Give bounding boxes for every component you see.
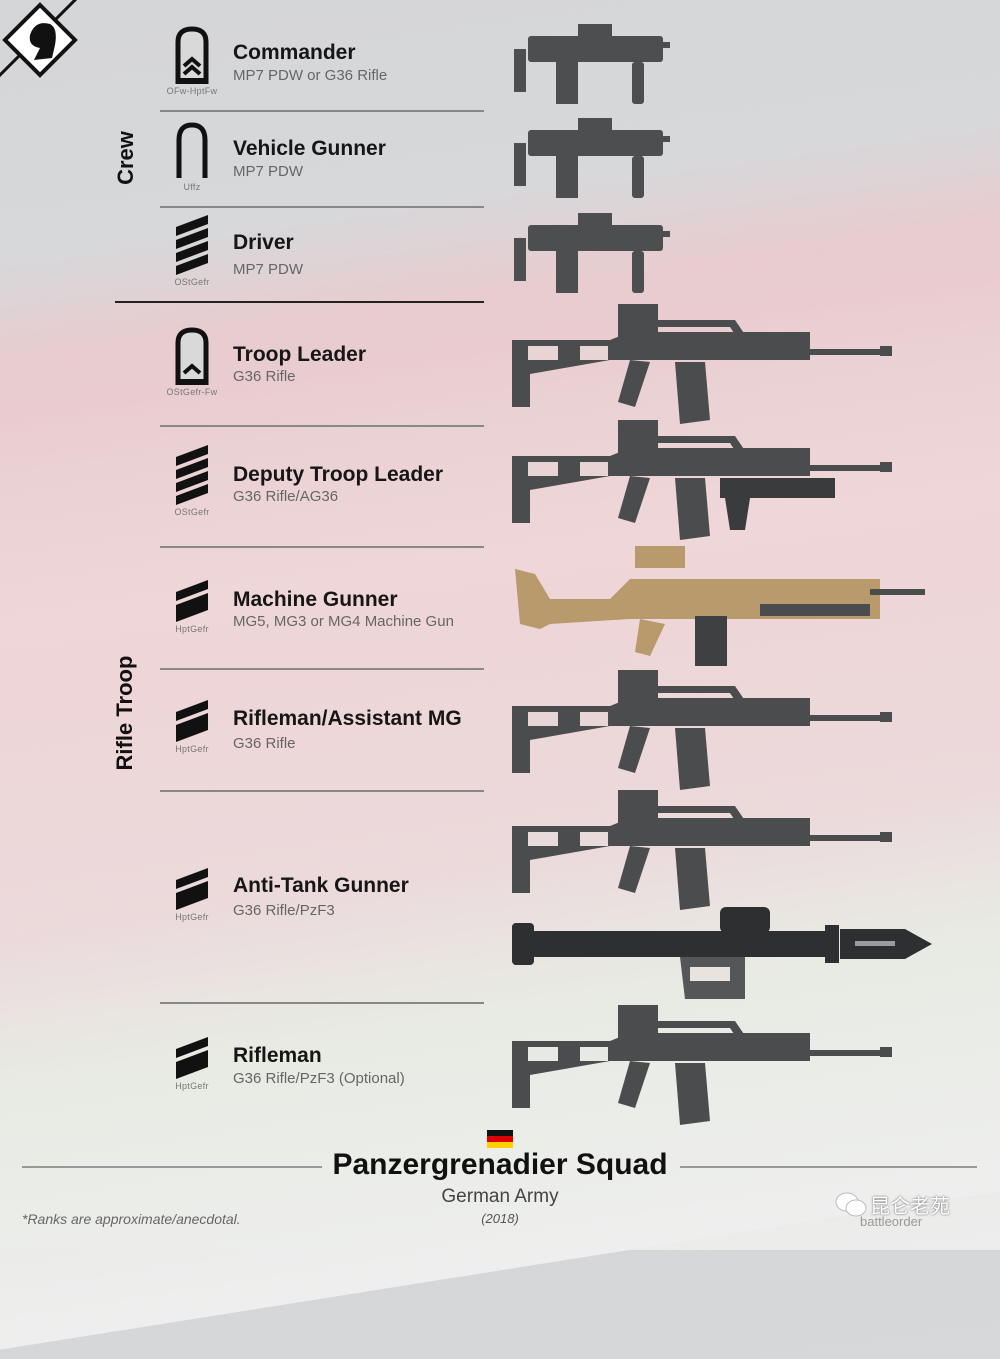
rank-label: OStGefr-Fw [166,387,218,397]
rank-insignia: OStGefr-Fw [160,327,224,397]
mp7-pdw-icon [514,118,670,198]
mp7-pdw-icon [514,24,670,104]
role-vehicle-gunner: Uffz Vehicle Gunner MP7 PDW [160,122,490,202]
role-title: Deputy Troop Leader [233,463,444,486]
footer-rule-right [680,1166,977,1168]
rank-insignia: HptGefr [160,700,224,754]
role-rifleman-assistant-mg: HptGefr Rifleman/Assistant MG G36 Rifle [160,700,490,760]
three-stripes-icon [176,580,208,622]
footer-rule-left [22,1166,322,1168]
germany-flag-icon [487,1130,513,1148]
divider [160,546,484,548]
divider [160,110,484,112]
role-weapon: G36 Rifle/PzF3 [233,902,335,919]
role-weapon: G36 Rifle/PzF3 (Optional) [233,1070,405,1087]
four-stripes-icon [176,445,208,505]
year-label: (2018) [481,1211,519,1226]
g36-rifle-icon [512,304,892,424]
divider [160,668,484,670]
rank-label: HptGefr [175,1081,209,1091]
role-title: Commander [233,41,356,64]
section-label-rifle-troop: Rifle Troop [112,655,137,771]
single-chevron-shoulder-board-icon [175,327,209,385]
rank-insignia: HptGefr [160,580,224,634]
role-weapon: G36 Rifle/AG36 [233,488,339,505]
role-weapon: MP7 PDW [233,163,304,180]
role-weapon: G36 Rifle [233,368,296,385]
role-title: Machine Gunner [233,588,398,611]
role-anti-tank-gunner: HptGefr Anti-Tank Gunner G36 Rifle/PzF3 [160,868,490,928]
mp7-pdw-icon [514,213,670,293]
rank-insignia: OStGefr [160,445,224,517]
role-weapon: MP7 PDW or G36 Rifle [233,67,388,84]
ranks-footnote: *Ranks are approximate/anecdotal. [22,1211,241,1227]
g36-rifle-icon [512,1005,892,1125]
divider [160,790,484,792]
rank-insignia: Uffz [160,122,224,192]
rank-label: HptGefr [175,912,209,922]
divider [160,206,484,208]
role-title: Anti-Tank Gunner [233,874,409,897]
rank-label: OFw-HptFw [166,86,218,96]
four-stripes-icon [176,215,208,275]
role-driver: OStGefr Driver MP7 PDW [160,215,490,295]
role-machine-gunner: HptGefr Machine Gunner MG5, MG3 or MG4 M… [160,580,490,640]
watermark: 昆仑老苑 [870,1196,950,1218]
g36-ag36-rifle-icon [512,420,892,540]
role-troop-leader: OStGefr-Fw Troop Leader G36 Rifle [160,327,490,407]
rank-label: OStGefr [174,277,210,287]
role-commander: OFw-HptFw Commander MP7 PDW or G36 Rifle [160,26,490,106]
role-title: Driver [233,231,294,254]
rank-insignia: OFw-HptFw [160,26,224,96]
three-stripes-icon [176,868,208,910]
three-stripes-icon [176,1037,208,1079]
divider [160,1002,484,1004]
role-weapon: MG5, MG3 or MG4 Machine Gun [233,613,454,630]
role-rifleman: HptGefr Rifleman G36 Rifle/PzF3 (Optiona… [160,1037,490,1097]
divider [160,425,484,427]
open-loop-shoulder-board-icon [176,122,208,178]
role-weapon: MP7 PDW [233,261,304,278]
rank-label: OStGefr [174,507,210,517]
pzf3-launcher-icon [512,907,932,999]
rank-label: HptGefr [175,624,209,634]
role-title: Troop Leader [233,343,367,366]
g36-rifle-icon [512,790,892,910]
rank-insignia: HptGefr [160,1037,224,1091]
double-chevron-shoulder-board-icon [175,26,209,84]
wechat-icon [835,1192,867,1217]
role-title: Rifleman [233,1044,322,1067]
rank-insignia: HptGefr [160,868,224,922]
role-title: Rifleman/Assistant MG [233,707,462,730]
three-stripes-icon [176,700,208,742]
rank-insignia: OStGefr [160,215,224,287]
squad-title: Panzergrenadier Squad [332,1148,668,1181]
watermark-sub: battleorder [860,1214,923,1229]
g36-rifle-icon [512,670,892,790]
army-subtitle: German Army [441,1186,559,1207]
mg5-machine-gun-icon [515,546,925,666]
rank-label: HptGefr [175,744,209,754]
section-label-crew: Crew [113,131,138,185]
role-deputy-troop-leader: OStGefr Deputy Troop Leader G36 Rifle/AG… [160,445,490,525]
section-divider [115,301,484,303]
role-title: Vehicle Gunner [233,137,386,160]
rank-label: Uffz [183,182,201,192]
role-weapon: G36 Rifle [233,735,296,752]
knight-logo-icon [0,0,78,78]
